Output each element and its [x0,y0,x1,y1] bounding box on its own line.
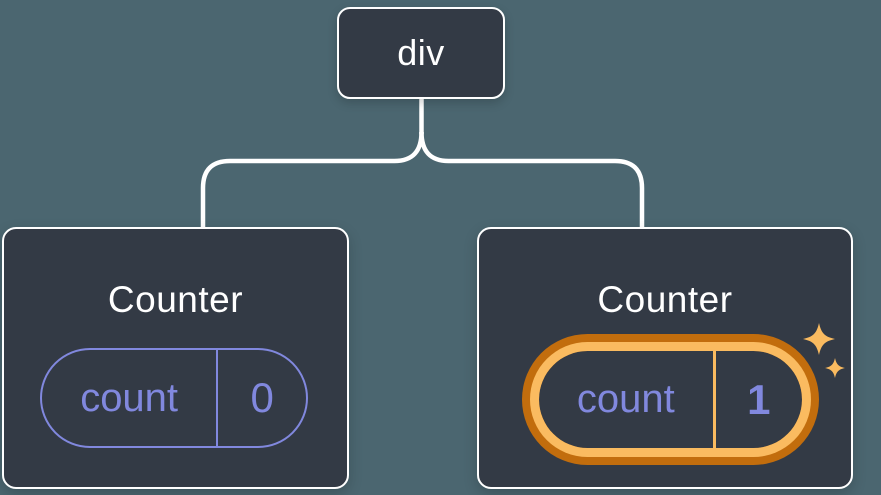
state-value-left: 0 [250,374,274,421]
state-key-right: count [539,351,716,448]
counter-card-left: Counter count 0 [2,227,349,489]
state-value-right: 1 [747,375,771,423]
counter-card-right: Counter count 1 [477,227,853,489]
state-key-left: count [42,350,219,446]
connector-branch-left [200,131,424,228]
sparkles-icon [803,323,845,378]
counter-card-right-title: Counter [597,279,733,320]
counter-card-left-title: Counter [107,279,244,320]
root-node: div [337,7,505,99]
connector-branch-right [419,131,645,228]
state-pill-left: count 0 [40,348,308,448]
state-pill-right-highlighted: count 1 [539,351,802,448]
root-node-label: div [397,32,445,73]
